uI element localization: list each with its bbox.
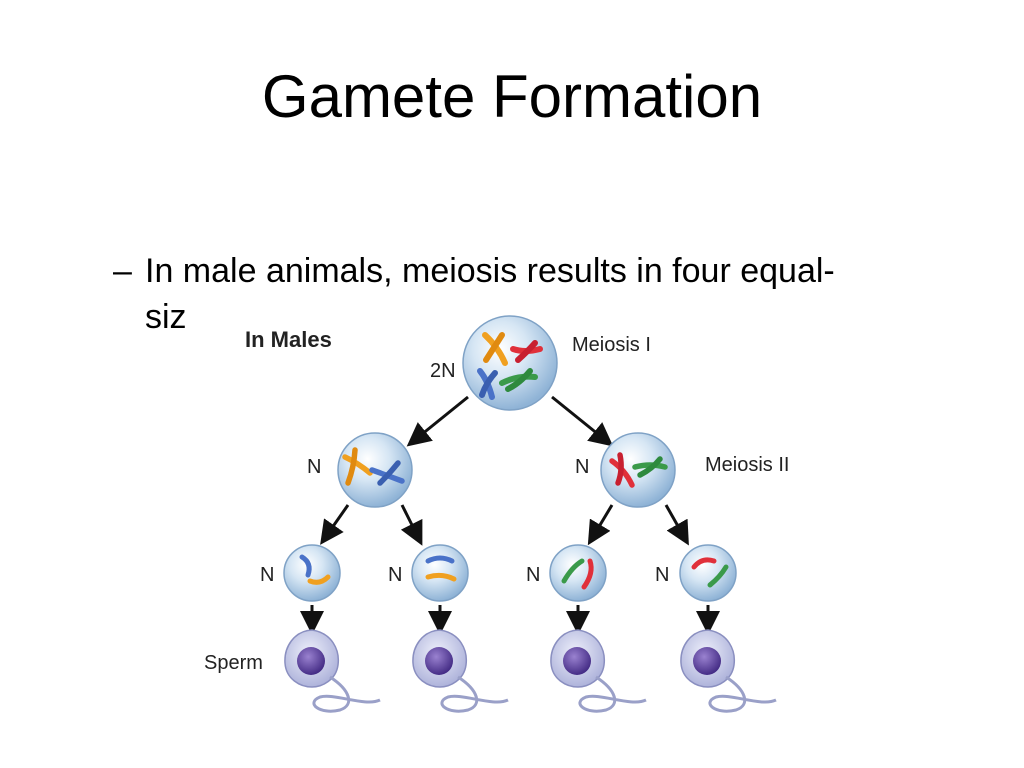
right-daughter-cell xyxy=(600,432,676,508)
green-chromosome-icon xyxy=(499,368,538,392)
arrow-to-left-daughter xyxy=(406,395,469,447)
granddaughter-cell-2 xyxy=(411,544,469,602)
right-daughter-ploidy-label: N xyxy=(575,456,589,478)
arrow-to-granddaughter-1 xyxy=(320,504,350,545)
sperm-cell-4 xyxy=(680,629,777,713)
orange-chromosome-icon xyxy=(482,332,508,366)
parent-cell xyxy=(462,315,558,411)
granddaughter-4-ploidy-label: N xyxy=(655,564,669,586)
granddaughter-cell-1 xyxy=(283,544,341,602)
granddaughter-1-ploidy-label: N xyxy=(260,564,274,586)
meiosis-i-label: Meiosis I xyxy=(572,334,651,356)
granddaughter-2-ploidy-label: N xyxy=(388,564,402,586)
blue-chromosome-icon xyxy=(477,368,498,400)
granddaughter-cell-3 xyxy=(549,544,607,602)
arrow-to-granddaughter-2 xyxy=(400,504,423,546)
granddaughter-cell-4 xyxy=(679,544,737,602)
red-chromosome-icon xyxy=(510,340,543,363)
diagram-heading: In Males xyxy=(245,327,332,352)
left-daughter-cell xyxy=(337,432,413,508)
sperm-cell-2 xyxy=(412,629,509,713)
sperm-label: Sperm xyxy=(204,652,263,674)
bullet-text-line-2: siz xyxy=(145,298,187,336)
arrow-to-granddaughter-3 xyxy=(587,504,614,546)
sperm-cell-1 xyxy=(284,629,381,713)
slide-title: Gamete Formation xyxy=(261,63,763,130)
meiosis-ii-label: Meiosis II xyxy=(705,454,789,476)
left-daughter-ploidy-label: N xyxy=(307,456,321,478)
bullet-text-line-1: In male animals, meiosis results in four… xyxy=(145,252,835,290)
parent-ploidy-label: 2N xyxy=(430,360,456,382)
meiosis-diagram: In Males xyxy=(180,305,880,730)
granddaughter-3-ploidy-label: N xyxy=(526,564,540,586)
arrow-to-granddaughter-4 xyxy=(664,504,689,546)
bullet-dash: – xyxy=(113,252,132,290)
sperm-cell-3 xyxy=(550,629,647,713)
arrow-to-right-daughter xyxy=(551,395,614,447)
